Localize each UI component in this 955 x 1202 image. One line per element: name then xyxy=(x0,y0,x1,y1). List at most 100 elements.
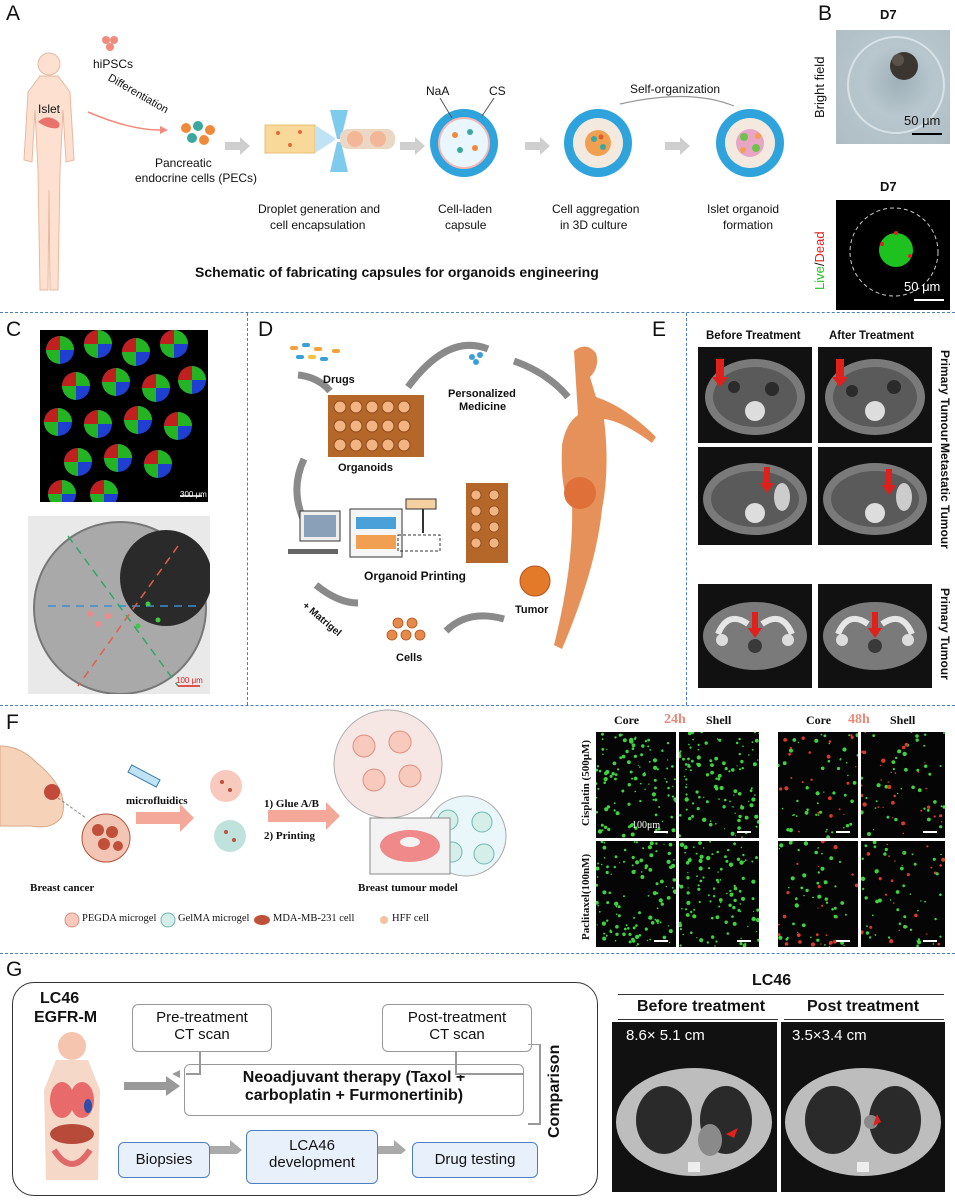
cell-speck xyxy=(719,785,724,791)
cell-speck xyxy=(618,733,622,737)
cell-speck xyxy=(883,852,887,856)
cell-speck xyxy=(894,772,897,774)
cell-speck xyxy=(648,760,651,763)
cell-speck xyxy=(633,754,637,758)
g-rule-before xyxy=(618,1019,778,1020)
ct-primary-after xyxy=(818,347,932,443)
cell-speck xyxy=(684,797,689,802)
cell-speck xyxy=(648,917,650,920)
cell-speck xyxy=(639,782,642,785)
cell-speck xyxy=(625,924,628,927)
pancreas-icon xyxy=(38,117,60,129)
cell-speck xyxy=(709,900,712,903)
cell-speck xyxy=(755,825,758,828)
cell-speck xyxy=(631,864,634,867)
cell-speck xyxy=(655,850,658,853)
cell-speck xyxy=(650,921,655,925)
fluor-cis-48h-core-speckles xyxy=(776,733,860,839)
cell-speck xyxy=(824,897,828,901)
cell-speck xyxy=(729,892,734,897)
cell-speck xyxy=(699,854,704,859)
cell-speck xyxy=(619,862,621,864)
cell-speck xyxy=(691,814,695,818)
computer-icon xyxy=(288,510,341,554)
cell-speck xyxy=(794,897,798,901)
self-organization-label: Self-organization xyxy=(630,82,721,96)
cell-speck xyxy=(798,830,800,833)
cell-aggregation-capsule-icon xyxy=(564,109,632,177)
cell-speck xyxy=(786,828,790,832)
cell-speck xyxy=(744,859,747,862)
cell-speck xyxy=(737,908,741,912)
cell-speck xyxy=(749,789,753,793)
cell-speck xyxy=(902,751,907,757)
cell-speck xyxy=(685,861,690,865)
f-time-24h: 24h xyxy=(664,712,686,727)
cell-speck xyxy=(824,944,826,946)
development-box: LCA46 development xyxy=(246,1130,378,1184)
f-time-48h: 48h xyxy=(848,712,870,727)
cell-speck xyxy=(862,802,867,807)
cell-speck xyxy=(684,763,688,766)
cell-speck xyxy=(628,932,632,936)
cell-speck xyxy=(668,842,673,847)
cell-speck xyxy=(840,901,845,905)
cell-speck xyxy=(751,916,756,922)
cell-speck xyxy=(627,825,631,829)
fluor-cis-24h-shell-speckles xyxy=(677,730,761,838)
cell-speck xyxy=(689,746,692,749)
legend-mda-icon xyxy=(254,915,270,925)
cell-speck xyxy=(697,748,700,751)
cell-speck xyxy=(814,738,819,743)
cell-speck xyxy=(860,793,864,798)
cell-speck xyxy=(895,756,898,760)
cell-speck xyxy=(801,923,806,928)
cell-speck xyxy=(939,814,943,818)
cell-speck xyxy=(788,840,793,845)
cell-speck xyxy=(687,763,690,767)
cell-speck xyxy=(644,864,649,868)
cell-speck xyxy=(805,786,809,790)
cell-speck xyxy=(693,908,696,911)
cell-speck xyxy=(724,855,727,859)
cell-speck xyxy=(707,894,710,897)
fluor-cis-48h-shell-speckles xyxy=(859,731,946,836)
cell-speck xyxy=(739,903,742,905)
cell-speck xyxy=(688,816,692,821)
aggregation-label-line1: Cell aggregation xyxy=(552,202,640,216)
ct-metastatic-before xyxy=(698,447,812,545)
cell-speck xyxy=(729,800,731,803)
cell-speck xyxy=(672,878,677,882)
cell-speck xyxy=(849,822,853,826)
cell-speck xyxy=(757,938,760,942)
f-core-2: Core xyxy=(806,713,832,727)
cell-speck xyxy=(865,796,868,800)
cell-speck xyxy=(629,737,634,743)
islet-label: Islet xyxy=(38,102,61,116)
cell-speck xyxy=(875,869,879,873)
cell-speck xyxy=(734,835,737,837)
cell-speck xyxy=(644,740,648,743)
cell-speck xyxy=(738,814,742,819)
cell-speck xyxy=(828,946,831,948)
cell-speck xyxy=(940,820,943,823)
cell-speck xyxy=(705,800,709,804)
fluor-cis-24h-core-speckles xyxy=(594,732,678,838)
cell-speck xyxy=(716,738,719,740)
cell-speck xyxy=(597,904,599,907)
tumor-in-body-icon xyxy=(564,477,596,509)
cell-speck xyxy=(752,762,757,767)
cell-speck xyxy=(635,934,640,939)
dev-line1: LCA46 xyxy=(289,1137,335,1154)
f-scale-label: 100μm xyxy=(632,820,661,831)
pecs-label-line2: endocrine cells (PECs) xyxy=(135,171,258,185)
cell-speck xyxy=(652,891,657,896)
cell-speck xyxy=(640,875,645,879)
dev-line2: development xyxy=(269,1154,355,1171)
cell-speck xyxy=(754,814,759,819)
tumor-tissue-icon xyxy=(81,813,131,863)
cell-speck xyxy=(784,786,789,791)
cell-speck xyxy=(691,759,694,763)
cell-speck xyxy=(673,797,678,802)
cell-speck xyxy=(615,913,618,915)
